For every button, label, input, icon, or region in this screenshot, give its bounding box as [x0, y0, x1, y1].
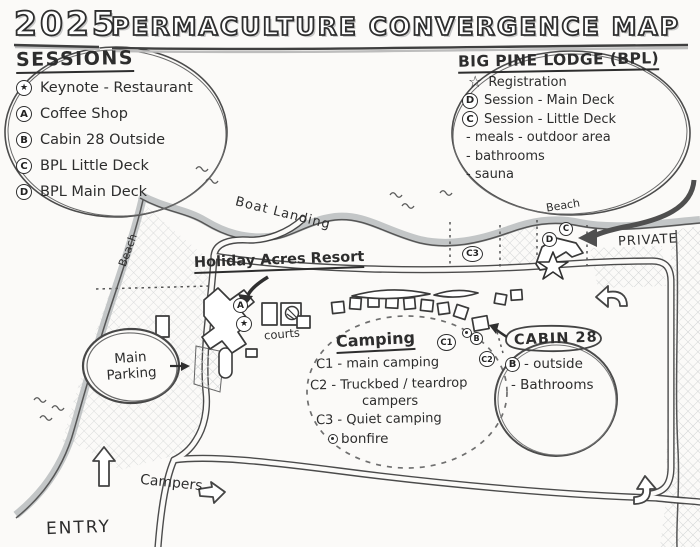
entry-arrow: [92, 446, 116, 487]
map-marker-c1: C1: [437, 334, 456, 351]
camping-line-2: C2 - Truckbed / teardrop: [309, 375, 468, 394]
keynote-star-icon: ★: [16, 80, 32, 96]
page-title-year: 2025: [13, 3, 118, 44]
marker-c-icon: C: [462, 111, 478, 128]
sessions-item-label: BPL Little Deck: [40, 158, 149, 174]
entry-label: ENTRY: [45, 516, 112, 540]
bpl-item-label: Registration: [488, 74, 567, 90]
camping-title: Camping: [335, 327, 416, 355]
cabin-row: [330, 288, 524, 321]
bpl-item-label: - meals - outdoor area: [466, 130, 611, 146]
campers-arrow: [198, 481, 226, 504]
cabin28-outside-line: B - outside: [505, 356, 583, 372]
map-marker-b: B: [470, 332, 483, 345]
bpl-item-littledeck: C Session - Little Deck: [458, 111, 659, 128]
map-marker-a: A: [233, 298, 248, 313]
bpl-item-label: - sauna: [466, 167, 515, 183]
marker-b-icon: B: [16, 132, 32, 148]
camping-bonfire-line: bonfire: [328, 431, 388, 447]
title-underline: [13, 43, 689, 54]
annotation-arrows: [170, 179, 697, 371]
cabin28-title: CABIN 28: [513, 329, 598, 349]
bpl-item-maindeck: D Session - Main Deck: [458, 92, 659, 110]
turn-left-arrow: [595, 285, 628, 308]
page-title: Permaculture Convergence Map: [110, 11, 681, 42]
bpl-item-label: Session - Main Deck: [484, 93, 615, 109]
registration-star-icon: ☆: [468, 72, 483, 92]
bpl-item-meals: - meals - outdoor area: [458, 130, 659, 147]
map-marker-c2: C2: [479, 351, 495, 367]
camping-line-3: campers: [362, 394, 419, 409]
cabin28-title-bubble: [505, 324, 602, 353]
driveway-details: [193, 345, 233, 393]
sessions-item-label: BPL Main Deck: [40, 184, 148, 200]
sessions-item-maindeck: D BPL Main Deck: [16, 181, 193, 203]
sessions-legend: SESSIONS ★ Keynote - Restaurant A Coffee…: [15, 46, 193, 203]
marker-a-icon: A: [16, 106, 32, 122]
traffic-arrows: [92, 285, 657, 505]
turn-up-arrow: [633, 475, 657, 505]
enclosure-circles: [4, 46, 691, 469]
garden-bed-1: [351, 289, 431, 300]
map-marker-d: D: [542, 232, 557, 247]
registration-star: [537, 251, 569, 280]
bpl-item-label: Session - Little Deck: [484, 111, 617, 127]
camping-line-4: C3 - Quiet camping: [315, 410, 442, 429]
map-marker-keynote-star: ★: [236, 316, 252, 332]
sessions-item-littledeck: C BPL Little Deck: [16, 155, 193, 177]
private-label: PRIVATE: [617, 231, 679, 250]
bpl-item-registration: ☆ Registration: [458, 74, 659, 91]
garden-bed-2: [433, 289, 479, 298]
bpl-legend: BIG PINE LODGE (BPL) ☆ Registration D Se…: [457, 49, 660, 184]
courts-icon: [284, 305, 300, 321]
sessions-legend-title: SESSIONS: [15, 46, 135, 75]
bpl-circle: [451, 50, 691, 216]
main-parking-label: Main Parking: [106, 348, 158, 384]
cabin28-building: [471, 314, 490, 332]
marker-d-icon: D: [462, 92, 478, 109]
bpl-legend-title: BIG PINE LODGE (BPL): [457, 49, 660, 74]
bonfire-icon: [328, 434, 338, 444]
bonfire-label: bonfire: [341, 431, 389, 447]
shoreline: [13, 191, 700, 547]
sessions-item-label: Keynote - Restaurant: [40, 80, 193, 96]
cabin28-bathrooms-line: - Bathrooms: [511, 377, 594, 393]
bpl-item-label: - bathrooms: [466, 148, 545, 164]
marker-b-icon: B: [505, 356, 520, 372]
sessions-item-cabin28: B Cabin 28 Outside: [16, 129, 193, 151]
map-marker-c3: C3: [462, 246, 483, 262]
sessions-item-coffee: A Coffee Shop: [16, 103, 193, 125]
dotted-boundaries: [95, 220, 588, 354]
marker-c-icon: C: [16, 158, 32, 174]
camping-line-1: C1 - main camping: [315, 354, 440, 373]
cabin28-circle: [494, 341, 618, 457]
camping-circle: [306, 315, 508, 469]
sessions-item-label: Coffee Shop: [40, 106, 128, 122]
sessions-item-label: Cabin 28 Outside: [40, 132, 166, 148]
court-1: [261, 302, 278, 326]
bpl-item-sauna: - sauna: [458, 167, 659, 184]
marker-d-icon: D: [16, 184, 32, 200]
map-marker-c: C: [559, 222, 573, 236]
bpl-item-bathrooms: - bathrooms: [458, 148, 659, 165]
sessions-item-keynote: ★ Keynote - Restaurant: [16, 77, 193, 99]
cabin28-outside-label: - outside: [524, 356, 583, 372]
